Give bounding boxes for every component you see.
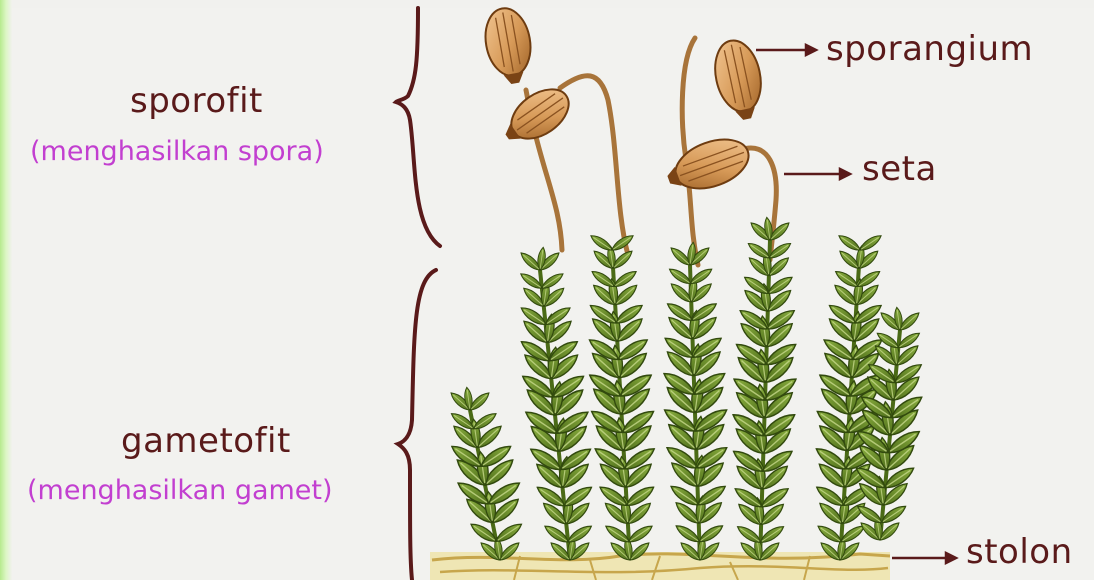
gametofit-description: (menghasilkan gamet) — [27, 477, 333, 504]
sporofit-description: (menghasilkan spora) — [30, 138, 324, 165]
sporangium-capsules — [480, 5, 768, 201]
sporofit-title: sporofit — [130, 84, 263, 118]
sporofit-bracket — [396, 8, 440, 246]
stolon-label: stolon — [966, 535, 1073, 569]
seta-label: seta — [862, 152, 937, 186]
gametophyte-shoots — [448, 217, 924, 563]
gametofit-bracket — [398, 270, 436, 580]
sporangium-label: sporangium — [826, 32, 1033, 66]
gametofit-title: gametofit — [121, 424, 291, 458]
